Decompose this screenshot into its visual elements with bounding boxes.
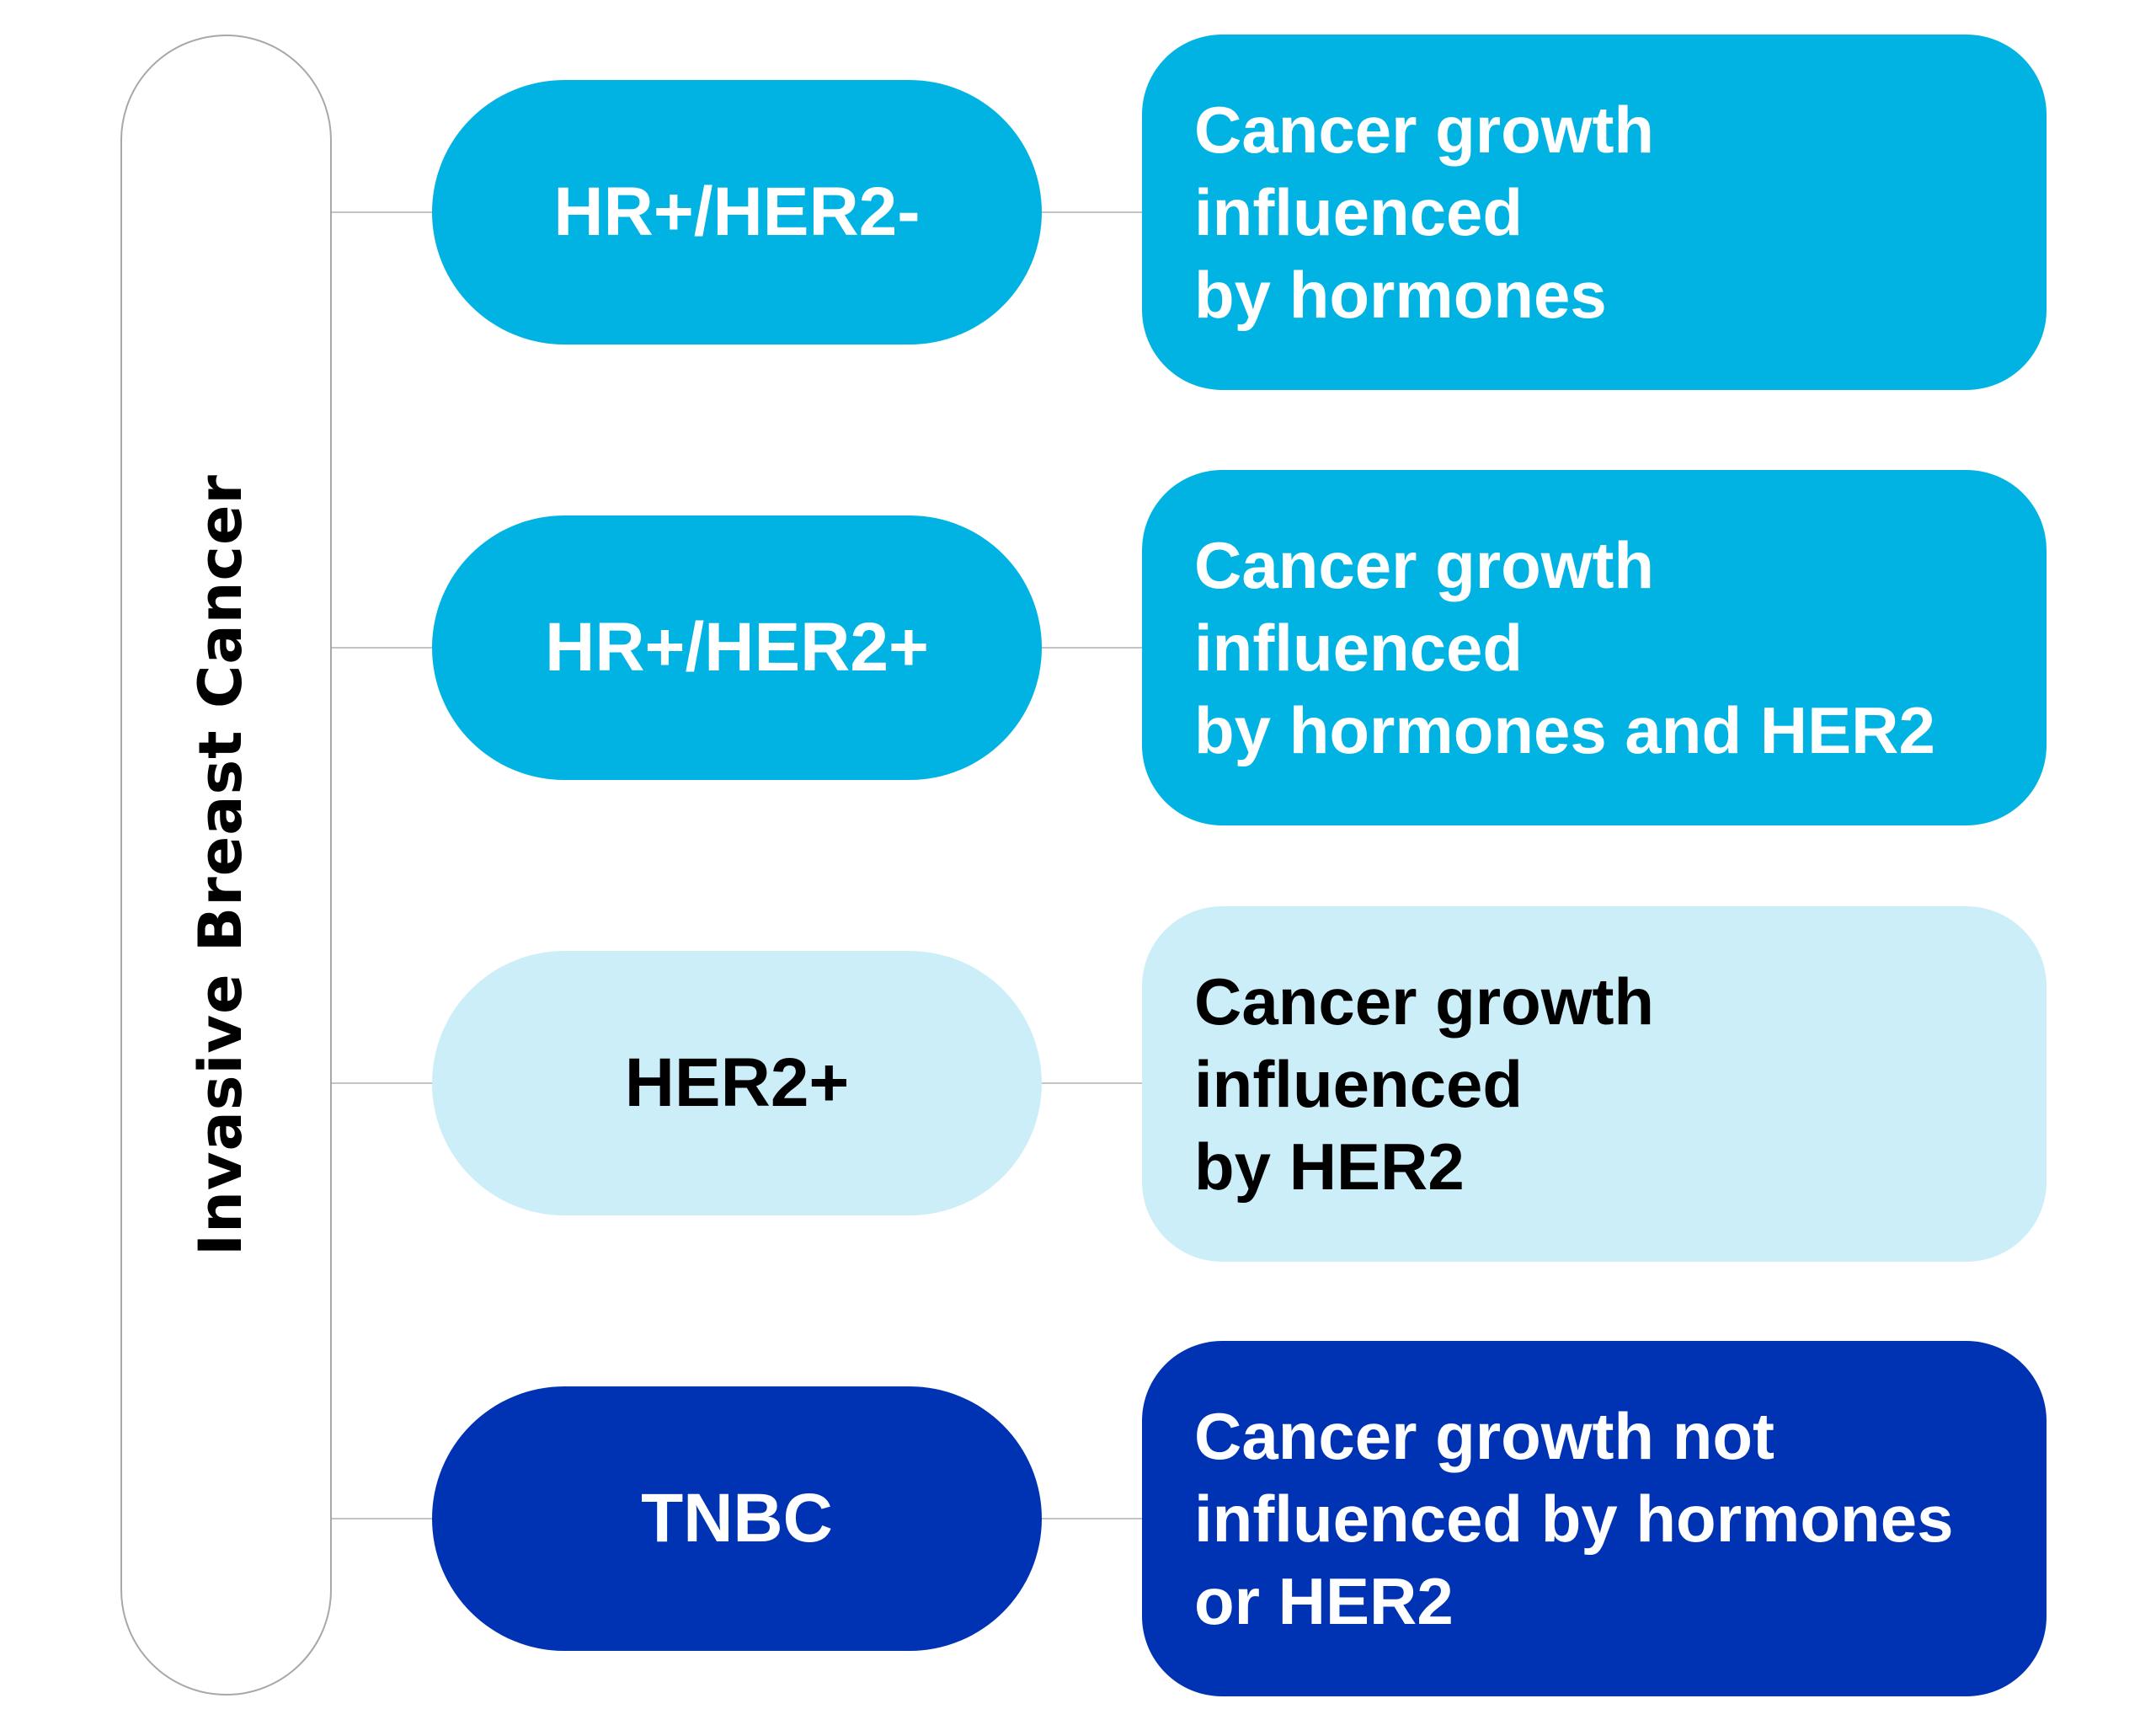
description-text: Cancer growth influenced by HER2: [1194, 964, 1655, 1204]
subtype-hr-pos-her2-pos: HR+/HER2+: [432, 515, 1042, 780]
description-box: Cancer growth influenced by HER2: [1142, 906, 2047, 1262]
description-box: Cancer growth not influenced by hormones…: [1142, 1341, 2047, 1696]
subtype-label: HR+/HER2+: [545, 609, 929, 686]
description-box: Cancer growth influenced by hormones: [1142, 35, 2047, 390]
description-text: Cancer growth not influenced by hormones…: [1194, 1399, 1954, 1638]
subtype-label: TNBC: [641, 1480, 833, 1557]
connector: [1042, 1082, 1142, 1084]
root-node: [120, 35, 332, 1696]
connector: [1042, 211, 1142, 213]
connector: [1042, 1518, 1142, 1519]
description-box: Cancer growth influenced by hormones and…: [1142, 470, 2047, 825]
root-label: Invasive Breast Cancer: [186, 474, 255, 1256]
subtype-her2-pos: HER2+: [432, 951, 1042, 1215]
description-text: Cancer growth influenced by hormones: [1194, 93, 1655, 332]
connector: [332, 1082, 432, 1084]
connector: [332, 1518, 432, 1519]
connector: [332, 647, 432, 649]
subtype-label: HR+/HER2-: [553, 174, 921, 250]
connector: [1042, 647, 1142, 649]
connector: [332, 211, 432, 213]
description-text: Cancer growth influenced by hormones and…: [1194, 528, 1935, 767]
subtype-label: HER2+: [624, 1044, 850, 1121]
subtype-hr-pos-her2-neg: HR+/HER2-: [432, 80, 1042, 344]
subtype-tnbc: TNBC: [432, 1386, 1042, 1651]
